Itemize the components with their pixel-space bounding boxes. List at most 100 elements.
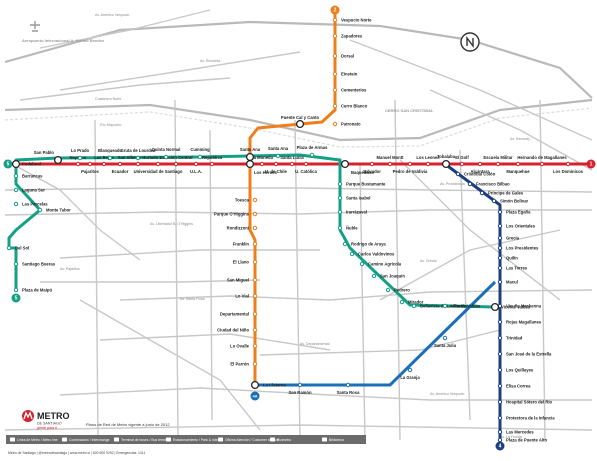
- station-line2-12[interactable]: Rondizzoni: [227, 226, 258, 231]
- station-line5-13[interactable]: Cumming: [190, 147, 210, 160]
- station-line1-12[interactable]: U. de Chile: [265, 161, 287, 174]
- station-line5-1[interactable]: Barrancas: [13, 174, 43, 179]
- station-line2-17[interactable]: Departamental: [220, 312, 258, 317]
- station-line4-11[interactable]: Macul: [497, 280, 518, 285]
- station-line2-15[interactable]: San Miguel: [227, 278, 258, 283]
- station-line5-7[interactable]: Plaza de Maipú: [13, 288, 52, 293]
- station-line2-18[interactable]: Ciudad del Niño: [217, 328, 258, 333]
- station-line4-13[interactable]: Vicente Valdés: [490, 302, 531, 312]
- station-line1-26[interactable]: Los Dominicos: [553, 161, 584, 174]
- station-line2-7[interactable]: Puente Cal y Canto: [281, 115, 320, 129]
- station-line4-2[interactable]: Francisco Bilbao: [467, 182, 510, 187]
- station-line5-20[interactable]: Irarrázaval: [337, 210, 367, 215]
- station-line5-26[interactable]: Pedrero: [385, 288, 410, 293]
- station-line4-3[interactable]: Príncipe de Gales: [479, 191, 524, 196]
- station-line4-7[interactable]: Grecia: [497, 236, 520, 241]
- station-line5-24[interactable]: Camino Agrícola: [359, 262, 402, 267]
- station-line2-3[interactable]: Einstein: [332, 72, 358, 77]
- station-line5-9[interactable]: Lo Prado: [71, 148, 90, 161]
- station-line5-21[interactable]: Ñuble: [337, 226, 358, 231]
- station-line4-17[interactable]: Los Quillayes: [497, 368, 534, 373]
- station-line2-1[interactable]: Zapadores: [332, 34, 363, 39]
- station-line2-0[interactable]: Vespucio Norte: [332, 18, 372, 23]
- station-line4-6[interactable]: Los Orientales: [497, 224, 536, 229]
- station-line4-9[interactable]: Quilín: [497, 256, 518, 261]
- station-label: Ñuble: [346, 226, 358, 231]
- station-line5-4[interactable]: Monte Tabor: [37, 208, 71, 213]
- station-line1-17[interactable]: Manuel Montt: [377, 155, 405, 167]
- station-line2-6[interactable]: Patronato: [332, 122, 361, 127]
- station-label: Rojas Magallanes: [506, 320, 542, 325]
- station-line4-21[interactable]: Las Mercedes: [497, 430, 534, 435]
- station-line1-22[interactable]: Alcántara: [470, 161, 490, 174]
- station-line5-18[interactable]: Parque Bustamante: [337, 182, 386, 187]
- station-line1-14[interactable]: U. Católica: [295, 161, 317, 174]
- station-line4-10[interactable]: Las Torres: [497, 266, 528, 271]
- station-line4-1[interactable]: Cristóbal Colón: [455, 172, 496, 177]
- station-line5-3[interactable]: Las Parcelas: [13, 202, 48, 207]
- station-line5-25[interactable]: San Joaquín: [371, 274, 405, 279]
- station-line2-5[interactable]: Cerro Blanco: [332, 104, 368, 109]
- station-line1-7[interactable]: Estación Central: [159, 155, 193, 167]
- station-line5-23[interactable]: Carlos Valdovinos: [349, 252, 395, 257]
- station-line4a-4[interactable]: Santa Julia: [434, 335, 457, 348]
- station-line5-14[interactable]: Santa Ana: [268, 146, 289, 159]
- station-line5-19[interactable]: Santa Isabel: [337, 196, 370, 201]
- station-line4-8[interactable]: Los Presidentes: [497, 246, 539, 251]
- station-line2-8[interactable]: Santa Ana: [240, 147, 261, 162]
- station-line1-2[interactable]: Pajaritos: [81, 161, 100, 174]
- station-line2-11[interactable]: Parque O'Higgins: [214, 212, 258, 217]
- station-line1-20[interactable]: Tobalaba: [437, 154, 456, 169]
- station-line2-20[interactable]: El Parrón: [230, 362, 258, 367]
- station-line1-21[interactable]: El Golf: [455, 155, 469, 167]
- station-line4-14[interactable]: Rojas Magallanes: [497, 320, 542, 325]
- station-line2-4[interactable]: Cementerios: [332, 88, 367, 93]
- station-line1-3[interactable]: Las Rejas: [94, 155, 114, 167]
- station-line5-10[interactable]: Blanqueado: [98, 148, 122, 161]
- station-line5-6[interactable]: Santiago Bueras: [13, 262, 56, 267]
- station-line1-13[interactable]: Santa Lucía: [280, 155, 304, 167]
- station-line1-6[interactable]: Universidad de Santiago: [134, 161, 183, 174]
- station-line2-14[interactable]: El Llano: [233, 260, 258, 265]
- station-line1-25[interactable]: Hernando de Magallanes: [517, 155, 567, 167]
- station-line5-27[interactable]: Mirador: [399, 300, 424, 305]
- station-line1-24[interactable]: Manquehue: [506, 161, 530, 174]
- station-line5-29[interactable]: Vicente Valdés: [442, 304, 481, 309]
- station-label: Laguna Sur: [22, 188, 45, 193]
- station-line2-19[interactable]: Lo Ovalle: [230, 344, 258, 349]
- station-line5-0[interactable]: Pudahuel: [11, 159, 41, 169]
- station-line5-11[interactable]: Gruta de Lourdes: [121, 148, 157, 161]
- station-line4-18[interactable]: Elisa Correa: [497, 384, 531, 389]
- station-line2-21[interactable]: La Cisterna: [250, 380, 287, 390]
- station-line5-5[interactable]: Del Sol: [6, 246, 29, 251]
- station-line1-23[interactable]: Escuela Militar: [483, 155, 513, 167]
- station-line1-18[interactable]: Pedro de Valdivia: [393, 161, 428, 174]
- station-line4-20[interactable]: Protectora de la Infancia: [497, 416, 555, 421]
- station-line4-22[interactable]: Plaza de Puente Alto: [497, 438, 547, 443]
- station-line4-12[interactable]: Vicuña Mackenna: [497, 304, 542, 309]
- station-line4-5[interactable]: Plaza Egaña: [497, 210, 531, 215]
- station-line5-12[interactable]: Quinta Normal: [152, 147, 181, 160]
- station-line1-16[interactable]: Salvador: [363, 161, 381, 174]
- station-line5-2[interactable]: Laguna Sur: [13, 188, 45, 193]
- station-line1-19[interactable]: Los Leones: [416, 155, 440, 167]
- station-line4a-3[interactable]: La Granja: [400, 367, 420, 380]
- station-line4-4[interactable]: Simón Bolívar: [491, 199, 529, 204]
- station-line4a-2[interactable]: Santa Rosa: [337, 382, 360, 395]
- station-line4-15[interactable]: Trinidad: [497, 336, 523, 341]
- station-line5-22[interactable]: Rodrigo de Araya: [342, 242, 386, 247]
- station-line5-15[interactable]: Plaza de Armas: [297, 145, 328, 158]
- station-line1-11[interactable]: La Moneda: [251, 155, 274, 167]
- station-line1-8[interactable]: U.L.A.: [190, 161, 202, 174]
- station-line1-9[interactable]: República: [202, 155, 223, 167]
- station-line2-13[interactable]: Franklin: [233, 242, 258, 247]
- station-line1-0[interactable]: San Pablo: [34, 150, 63, 165]
- station-line4a-1[interactable]: San Ramón: [288, 382, 312, 395]
- station-line1-4[interactable]: Ecuador: [112, 161, 129, 174]
- station-line1-15[interactable]: Baquedano: [340, 159, 375, 175]
- station-line2-16[interactable]: Lo Vial: [235, 294, 258, 299]
- station-line2-2[interactable]: Dorsal: [332, 54, 354, 59]
- station-line2-10[interactable]: Toesca: [235, 198, 258, 203]
- station-line4-16[interactable]: San José de la Estrella: [497, 352, 552, 357]
- station-line4-19[interactable]: Hospital Sótero del Río: [497, 400, 553, 405]
